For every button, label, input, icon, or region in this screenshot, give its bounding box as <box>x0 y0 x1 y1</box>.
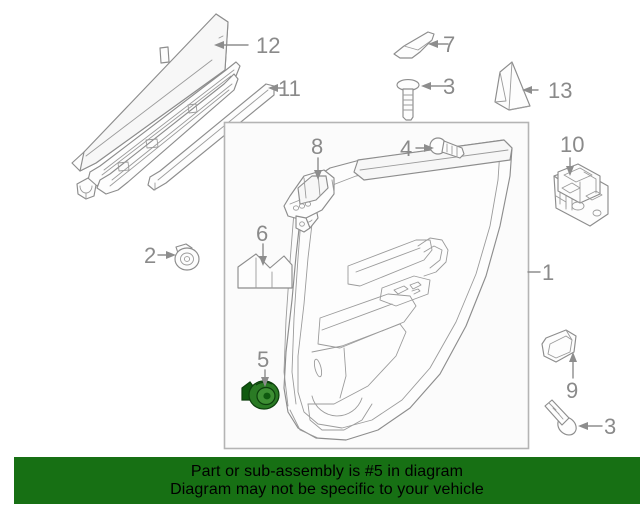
leader-11 <box>268 84 285 92</box>
part-9-screw-cover-cap[interactable] <box>541 329 577 363</box>
part-4-screw-pin[interactable] <box>429 137 465 159</box>
callout-label-12: 12 <box>256 33 280 58</box>
part-2-retainer-clip[interactable] <box>174 243 200 271</box>
leader-5 <box>261 369 269 387</box>
info-banner: Part or sub-assembly is #5 in diagram Di… <box>14 457 640 504</box>
banner-line-1: Part or sub-assembly is #5 in diagram <box>190 462 464 480</box>
callout-label-8: 8 <box>311 134 323 159</box>
leader-2 <box>157 251 176 259</box>
leader-12 <box>214 41 249 49</box>
callout-label-2: 2 <box>144 243 156 268</box>
callout-label-1: 1 <box>542 260 554 285</box>
part-7-small-trim-plate[interactable] <box>393 31 435 59</box>
part-10-power-window-switch[interactable] <box>553 163 609 227</box>
leader-9 <box>569 352 577 379</box>
callout-label-13: 13 <box>548 78 572 103</box>
leader-4 <box>415 144 434 152</box>
leader-13 <box>522 86 539 94</box>
callout-label-11: 11 <box>278 76 301 101</box>
part-13-triangular-trim[interactable] <box>494 61 531 111</box>
leader-10 <box>566 157 574 176</box>
part-6-trim-cap-cover[interactable] <box>237 253 293 289</box>
callout-label-3-top: 3 <box>443 74 455 99</box>
part-3-screw-top[interactable] <box>396 79 420 121</box>
part-3-screw-bottom[interactable] <box>544 399 580 439</box>
callout-label-4: 4 <box>400 136 412 161</box>
leader-6 <box>259 243 267 266</box>
leader-8 <box>314 157 322 180</box>
callout-label-5: 5 <box>257 347 269 372</box>
callout-label-9: 9 <box>566 378 578 403</box>
leader-3-bottom <box>578 422 603 430</box>
part-8-door-handle-bracket[interactable] <box>283 169 335 233</box>
leader-3-top <box>421 82 449 90</box>
callout-label-10: 10 <box>560 132 584 157</box>
callout-label-3-bottom: 3 <box>604 414 616 439</box>
part-5-trim-panel-clip-highlighted[interactable] <box>241 380 280 410</box>
banner-line-2: Diagram may not be specific to your vehi… <box>170 480 484 498</box>
leader-7 <box>428 40 449 48</box>
callout-label-6: 6 <box>256 221 268 246</box>
callout-label-7: 7 <box>443 32 455 57</box>
part-12-sunshade-assembly[interactable] <box>71 13 241 200</box>
